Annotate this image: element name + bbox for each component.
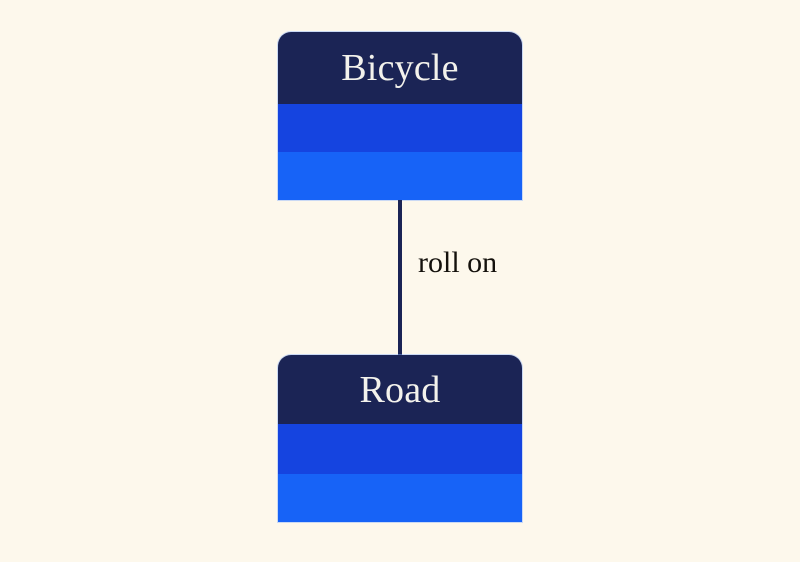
entity-title-label: Road bbox=[359, 368, 441, 411]
entity-box-road[interactable]: Road bbox=[278, 355, 522, 522]
entity-attributes-compartment bbox=[278, 104, 522, 152]
relationship-connector-line bbox=[398, 200, 402, 356]
relationship-label: roll on bbox=[418, 246, 498, 279]
entity-attributes-compartment bbox=[278, 424, 522, 474]
entity-title-band: Bicycle bbox=[278, 32, 522, 104]
entity-title-label: Bicycle bbox=[341, 47, 459, 89]
entity-methods-compartment bbox=[278, 152, 522, 200]
entity-box-bicycle[interactable]: Bicycle bbox=[278, 32, 522, 200]
entity-methods-compartment bbox=[278, 474, 522, 522]
entity-title-band: Road bbox=[278, 355, 522, 424]
